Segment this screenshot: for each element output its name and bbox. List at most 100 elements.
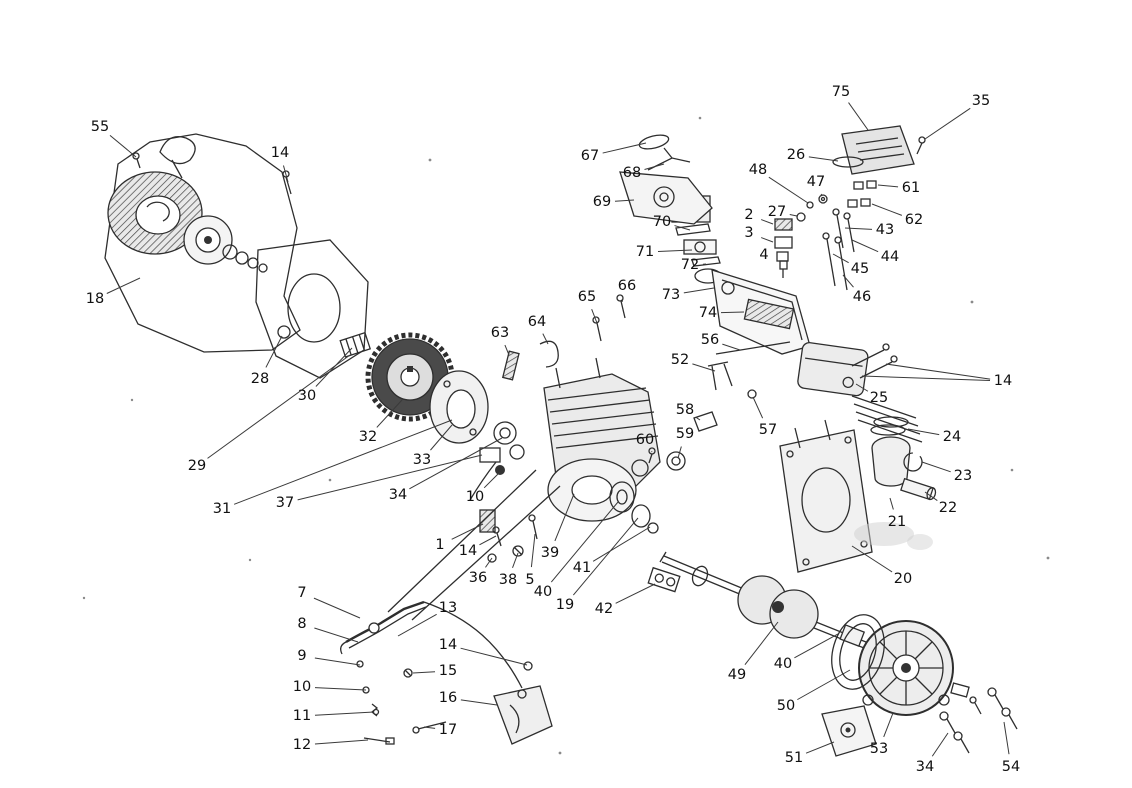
part-number-label-7-69: 7 bbox=[297, 585, 307, 601]
part-number-label-34-63: 34 bbox=[915, 759, 935, 775]
cylinder-assembly bbox=[543, 357, 661, 522]
part-number-label-42-21: 42 bbox=[594, 601, 614, 617]
part-number-label-48-39: 48 bbox=[748, 162, 768, 178]
part-number-label-34-10: 34 bbox=[388, 487, 408, 503]
part-number-label-14-76: 14 bbox=[438, 637, 458, 653]
part-number-label-40-59: 40 bbox=[773, 656, 793, 672]
crankshaft-assembly bbox=[659, 551, 893, 661]
part-number-label-37-9: 37 bbox=[275, 495, 295, 511]
part-number-label-18-2: 18 bbox=[85, 291, 105, 307]
part-number-label-10-72: 10 bbox=[292, 679, 312, 695]
part-number-label-17-79: 17 bbox=[438, 722, 458, 738]
part-number-label-27-43: 27 bbox=[767, 204, 787, 220]
part-number-label-13-75: 13 bbox=[438, 600, 458, 616]
part-number-label-75-36: 75 bbox=[831, 84, 851, 100]
part-number-label-44-48: 44 bbox=[880, 249, 900, 265]
part-number-label-50-60: 50 bbox=[776, 698, 796, 714]
part-number-label-41-20: 41 bbox=[572, 560, 592, 576]
part-number-label-49-58: 49 bbox=[727, 667, 747, 683]
part-number-label-58-24: 58 bbox=[675, 402, 695, 418]
part-number-label-19-19: 19 bbox=[555, 597, 575, 613]
part-number-label-38-15: 38 bbox=[498, 572, 518, 588]
part-number-label-15-77: 15 bbox=[438, 663, 458, 679]
part-number-label-9-71: 9 bbox=[297, 648, 307, 664]
mounting-bolts bbox=[939, 687, 1018, 754]
part-number-label-29-5: 29 bbox=[187, 458, 207, 474]
part-number-label-20-57: 20 bbox=[893, 571, 913, 587]
part-number-label-14-1: 14 bbox=[270, 145, 290, 161]
watermark-smudge bbox=[854, 522, 914, 546]
speckles bbox=[82, 116, 1050, 755]
muffler bbox=[797, 342, 869, 397]
part-number-label-64-66: 64 bbox=[527, 314, 547, 330]
part-number-label-74-29: 74 bbox=[698, 305, 718, 321]
part-number-label-47-40: 47 bbox=[806, 174, 826, 190]
part-number-label-33-8: 33 bbox=[412, 452, 432, 468]
part-number-label-23-54: 23 bbox=[953, 468, 973, 484]
part-number-label-24-53: 24 bbox=[942, 429, 962, 445]
part-number-label-43-47: 43 bbox=[875, 222, 895, 238]
part-number-label-56-26: 56 bbox=[700, 332, 720, 348]
part-number-label-30-4: 30 bbox=[297, 388, 317, 404]
part-number-label-51-61: 51 bbox=[784, 750, 804, 766]
crankcase-gasket bbox=[831, 614, 885, 690]
air-filter-cover bbox=[841, 125, 915, 175]
part-number-label-2-44: 2 bbox=[744, 207, 754, 223]
part-number-label-40-18: 40 bbox=[533, 584, 553, 600]
crankcase-cover bbox=[779, 419, 873, 573]
recoil-starter-assembly bbox=[104, 133, 301, 353]
air-filter-base bbox=[619, 134, 713, 225]
part-number-label-26-38: 26 bbox=[786, 147, 806, 163]
clutch-housing bbox=[858, 620, 970, 716]
part-number-label-59-23: 59 bbox=[675, 426, 695, 442]
part-number-label-57-27: 57 bbox=[758, 422, 778, 438]
part-number-label-5-16: 5 bbox=[525, 572, 535, 588]
part-number-label-68-34: 68 bbox=[622, 165, 642, 181]
leader-lines bbox=[106, 102, 1010, 757]
part-number-label-32-7: 32 bbox=[358, 429, 378, 445]
part-number-label-1-12: 1 bbox=[435, 537, 445, 553]
part-number-label-39-17: 39 bbox=[540, 545, 560, 561]
throttle-rods bbox=[648, 341, 791, 471]
part-number-label-14-13: 14 bbox=[458, 543, 478, 559]
guard-bracket bbox=[821, 705, 877, 757]
part-number-label-21-56: 21 bbox=[887, 514, 907, 530]
piston-assembly bbox=[851, 395, 937, 501]
part-number-label-67-35: 67 bbox=[580, 148, 600, 164]
fuel-tank-bracket bbox=[711, 269, 811, 355]
part-number-label-73-28: 73 bbox=[661, 287, 681, 303]
part-number-label-8-70: 8 bbox=[297, 616, 307, 632]
part-number-label-25-52: 25 bbox=[869, 390, 889, 406]
part-number-label-63-65: 63 bbox=[490, 325, 510, 341]
part-number-label-35-37: 35 bbox=[971, 93, 991, 109]
part-number-label-22-55: 22 bbox=[938, 500, 958, 516]
part-number-label-4-46: 4 bbox=[759, 247, 769, 263]
part-number-label-70-32: 70 bbox=[652, 214, 672, 230]
part-number-label-65-67: 65 bbox=[577, 289, 597, 305]
part-number-label-71-31: 71 bbox=[635, 244, 655, 260]
muffler-bolts bbox=[851, 343, 898, 379]
starter-cover bbox=[255, 239, 372, 379]
part-number-label-66-68: 66 bbox=[617, 278, 637, 294]
part-number-label-53-62: 53 bbox=[869, 741, 889, 757]
oiler-assembly bbox=[647, 566, 681, 593]
part-number-label-45-49: 45 bbox=[850, 261, 870, 277]
part-number-label-55-0: 55 bbox=[90, 119, 110, 135]
cylinder-fasteners bbox=[479, 509, 538, 563]
part-number-label-54-64: 54 bbox=[1001, 759, 1021, 775]
part-number-label-62-42: 62 bbox=[904, 212, 924, 228]
part-number-label-36-14: 36 bbox=[468, 570, 488, 586]
watermark-smudge bbox=[907, 534, 933, 550]
part-number-label-31-6: 31 bbox=[212, 501, 232, 517]
fan-shroud bbox=[429, 370, 489, 444]
part-number-label-10-11: 10 bbox=[465, 489, 485, 505]
part-number-label-60-22: 60 bbox=[635, 432, 655, 448]
part-number-label-52-25: 52 bbox=[670, 352, 690, 368]
part-number-label-12-74: 12 bbox=[292, 737, 312, 753]
part-number-label-28-3: 28 bbox=[250, 371, 270, 387]
part-number-label-3-45: 3 bbox=[744, 225, 754, 241]
part-number-label-16-78: 16 bbox=[438, 690, 458, 706]
